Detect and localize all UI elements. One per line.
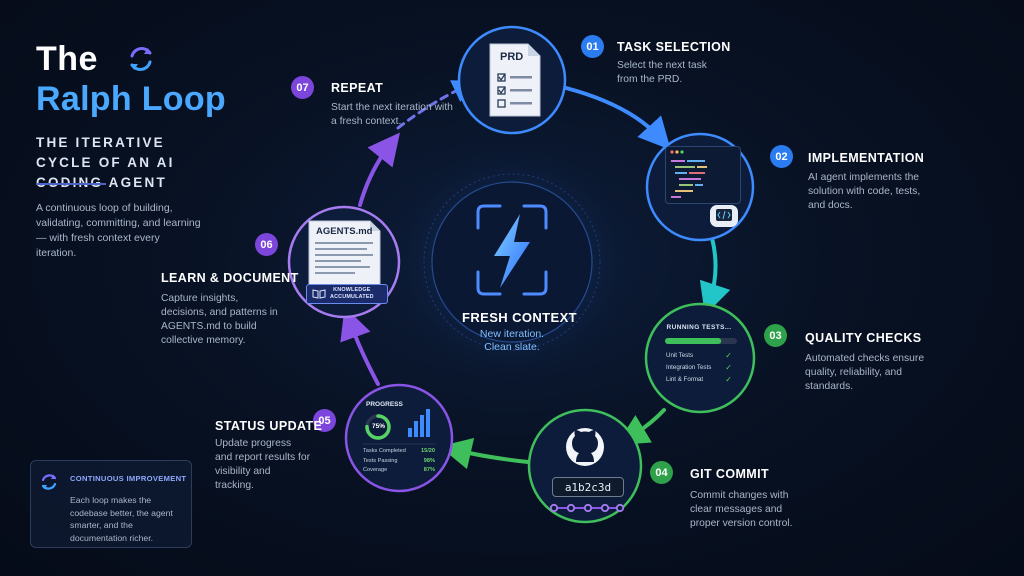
progress-row-value: 15/20 [421, 448, 435, 454]
agents-document-icon [308, 220, 381, 287]
step-desc-implementation: AI agent implements the solution with co… [808, 172, 921, 211]
test-label: Unit Tests [666, 351, 694, 359]
progress-row-label: Tasks Completed [363, 448, 406, 454]
step-title-task-selection: TASK SELECTION [617, 40, 731, 54]
check-icon: ✓ [725, 350, 732, 360]
center-subtitle-line-2: Clean slate. [484, 341, 540, 353]
continuous-improvement-box [30, 460, 192, 548]
arc-05-06 [340, 306, 380, 386]
book-icon [312, 289, 326, 299]
agents-doc-title: AGENTS.md [316, 226, 373, 237]
progress-row: Tests Passing 98% [363, 457, 435, 467]
step-desc-status-update: Update progress and report results for v… [215, 438, 311, 491]
tests-progress-fill [665, 338, 722, 344]
step-title-quality-checks: QUALITY CHECKS [805, 331, 922, 345]
progress-card: PROGRESS 75% Tasks Completed 15/20 Tests … [358, 398, 440, 480]
progress-row: Tasks Completed 15/20 [363, 447, 435, 457]
step-number-01: 01 [581, 35, 604, 58]
subtitle: THE ITERATIVE CYCLE OF AN AI CODING AGEN… [36, 135, 175, 190]
step-desc-quality-checks: Automated checks ensure quality, reliabi… [805, 353, 925, 392]
lightning-bolt-icon [494, 214, 530, 288]
step-number-05: 05 [313, 409, 336, 432]
center-ring-outer [423, 173, 601, 351]
step-title-status-update: STATUS UPDATE [215, 419, 323, 433]
step-number-02: 02 [770, 145, 793, 168]
knowledge-text: KNOWLEDGE ACCUMULATED [330, 287, 374, 301]
progress-donut [365, 414, 391, 440]
arc-04-05 [439, 437, 530, 470]
arc-03-04 [616, 408, 666, 446]
test-row-lint: Lint & Format ✓ [656, 373, 742, 385]
arc-06-07 [358, 132, 400, 207]
title-line-2: Ralph Loop [36, 80, 226, 118]
knowledge-line-1: KNOWLEDGE [333, 287, 371, 293]
progress-row-label: Tests Passing [363, 457, 398, 464]
progress-percent: 75% [371, 423, 385, 430]
center-subtitle: New iteration. Clean slate. [462, 328, 562, 354]
running-tests-card: RUNNING TESTS... Unit Tests ✓ Integratio… [656, 316, 742, 398]
test-label: Integration Tests [666, 363, 712, 371]
check-icon: ✓ [725, 362, 732, 372]
step-number-06: 06 [255, 233, 278, 256]
prd-label: PRD [500, 51, 524, 63]
step-desc-task-selection: Select the next task from the PRD. [617, 60, 707, 85]
step-number-04: 04 [650, 461, 673, 484]
step-desc-git-commit: Commit changes with clear messages and p… [690, 490, 793, 529]
prd-document-icon [489, 43, 541, 117]
step-title-git-commit: GIT COMMIT [690, 467, 769, 481]
refresh-icon [41, 474, 57, 490]
title-divider [36, 183, 106, 185]
step-desc-learn-document: Capture insights, decisions, and pattern… [161, 293, 278, 346]
progress-row-value: 98% [423, 457, 435, 464]
step-title-implementation: IMPLEMENTATION [808, 151, 925, 165]
continuous-improvement-title: CONTINUOUS IMPROVEMENT [70, 474, 187, 483]
step-title-repeat: REPEAT [331, 81, 384, 95]
test-row-unit: Unit Tests ✓ [656, 349, 742, 361]
step-desc-repeat: Start the next iteration with a fresh co… [331, 102, 453, 127]
knowledge-badge: KNOWLEDGE ACCUMULATED [306, 284, 388, 304]
center-title: FRESH CONTEXT [462, 310, 577, 325]
progress-bar-chart [408, 409, 430, 437]
arc-02-03 [699, 236, 731, 316]
test-row-integration: Integration Tests ✓ [656, 361, 742, 373]
code-lines [670, 150, 707, 198]
progress-row-value: 87% [423, 467, 435, 473]
center-subtitle-line-1: New iteration. [479, 328, 545, 340]
progress-row-label: Coverage [363, 467, 388, 473]
title-line-1: The [36, 40, 98, 78]
commit-hash: a1b2c3d [552, 477, 624, 497]
progress-stats: Tasks Completed 15/20 Tests Passing 98% Co… [363, 447, 435, 476]
tests-title: RUNNING TESTS... [666, 324, 732, 331]
node-ring-05 [344, 383, 454, 493]
refresh-icon [130, 47, 152, 71]
commit-graph [549, 503, 625, 513]
step-title-learn-document: LEARN & DOCUMENT [161, 271, 299, 285]
arc-01-02 [564, 86, 671, 150]
knowledge-line-2: ACCUMULATED [330, 294, 374, 300]
progress-label: PROGRESS [366, 401, 403, 408]
node-ring-03 [644, 302, 756, 414]
check-icon: ✓ [725, 374, 732, 384]
fresh-context-icon [476, 204, 548, 296]
progress-row: Coverage 87% [363, 466, 435, 476]
code-editor [665, 146, 741, 204]
test-label: Lint & Format [666, 375, 704, 383]
github-icon [566, 428, 604, 466]
continuous-improvement-desc: Each loop makes the codebase better, the… [70, 495, 173, 543]
step-number-07: 07 [291, 76, 314, 99]
step-number-03: 03 [764, 324, 787, 347]
intro-text: A continuous loop of building, validatin… [36, 202, 201, 259]
